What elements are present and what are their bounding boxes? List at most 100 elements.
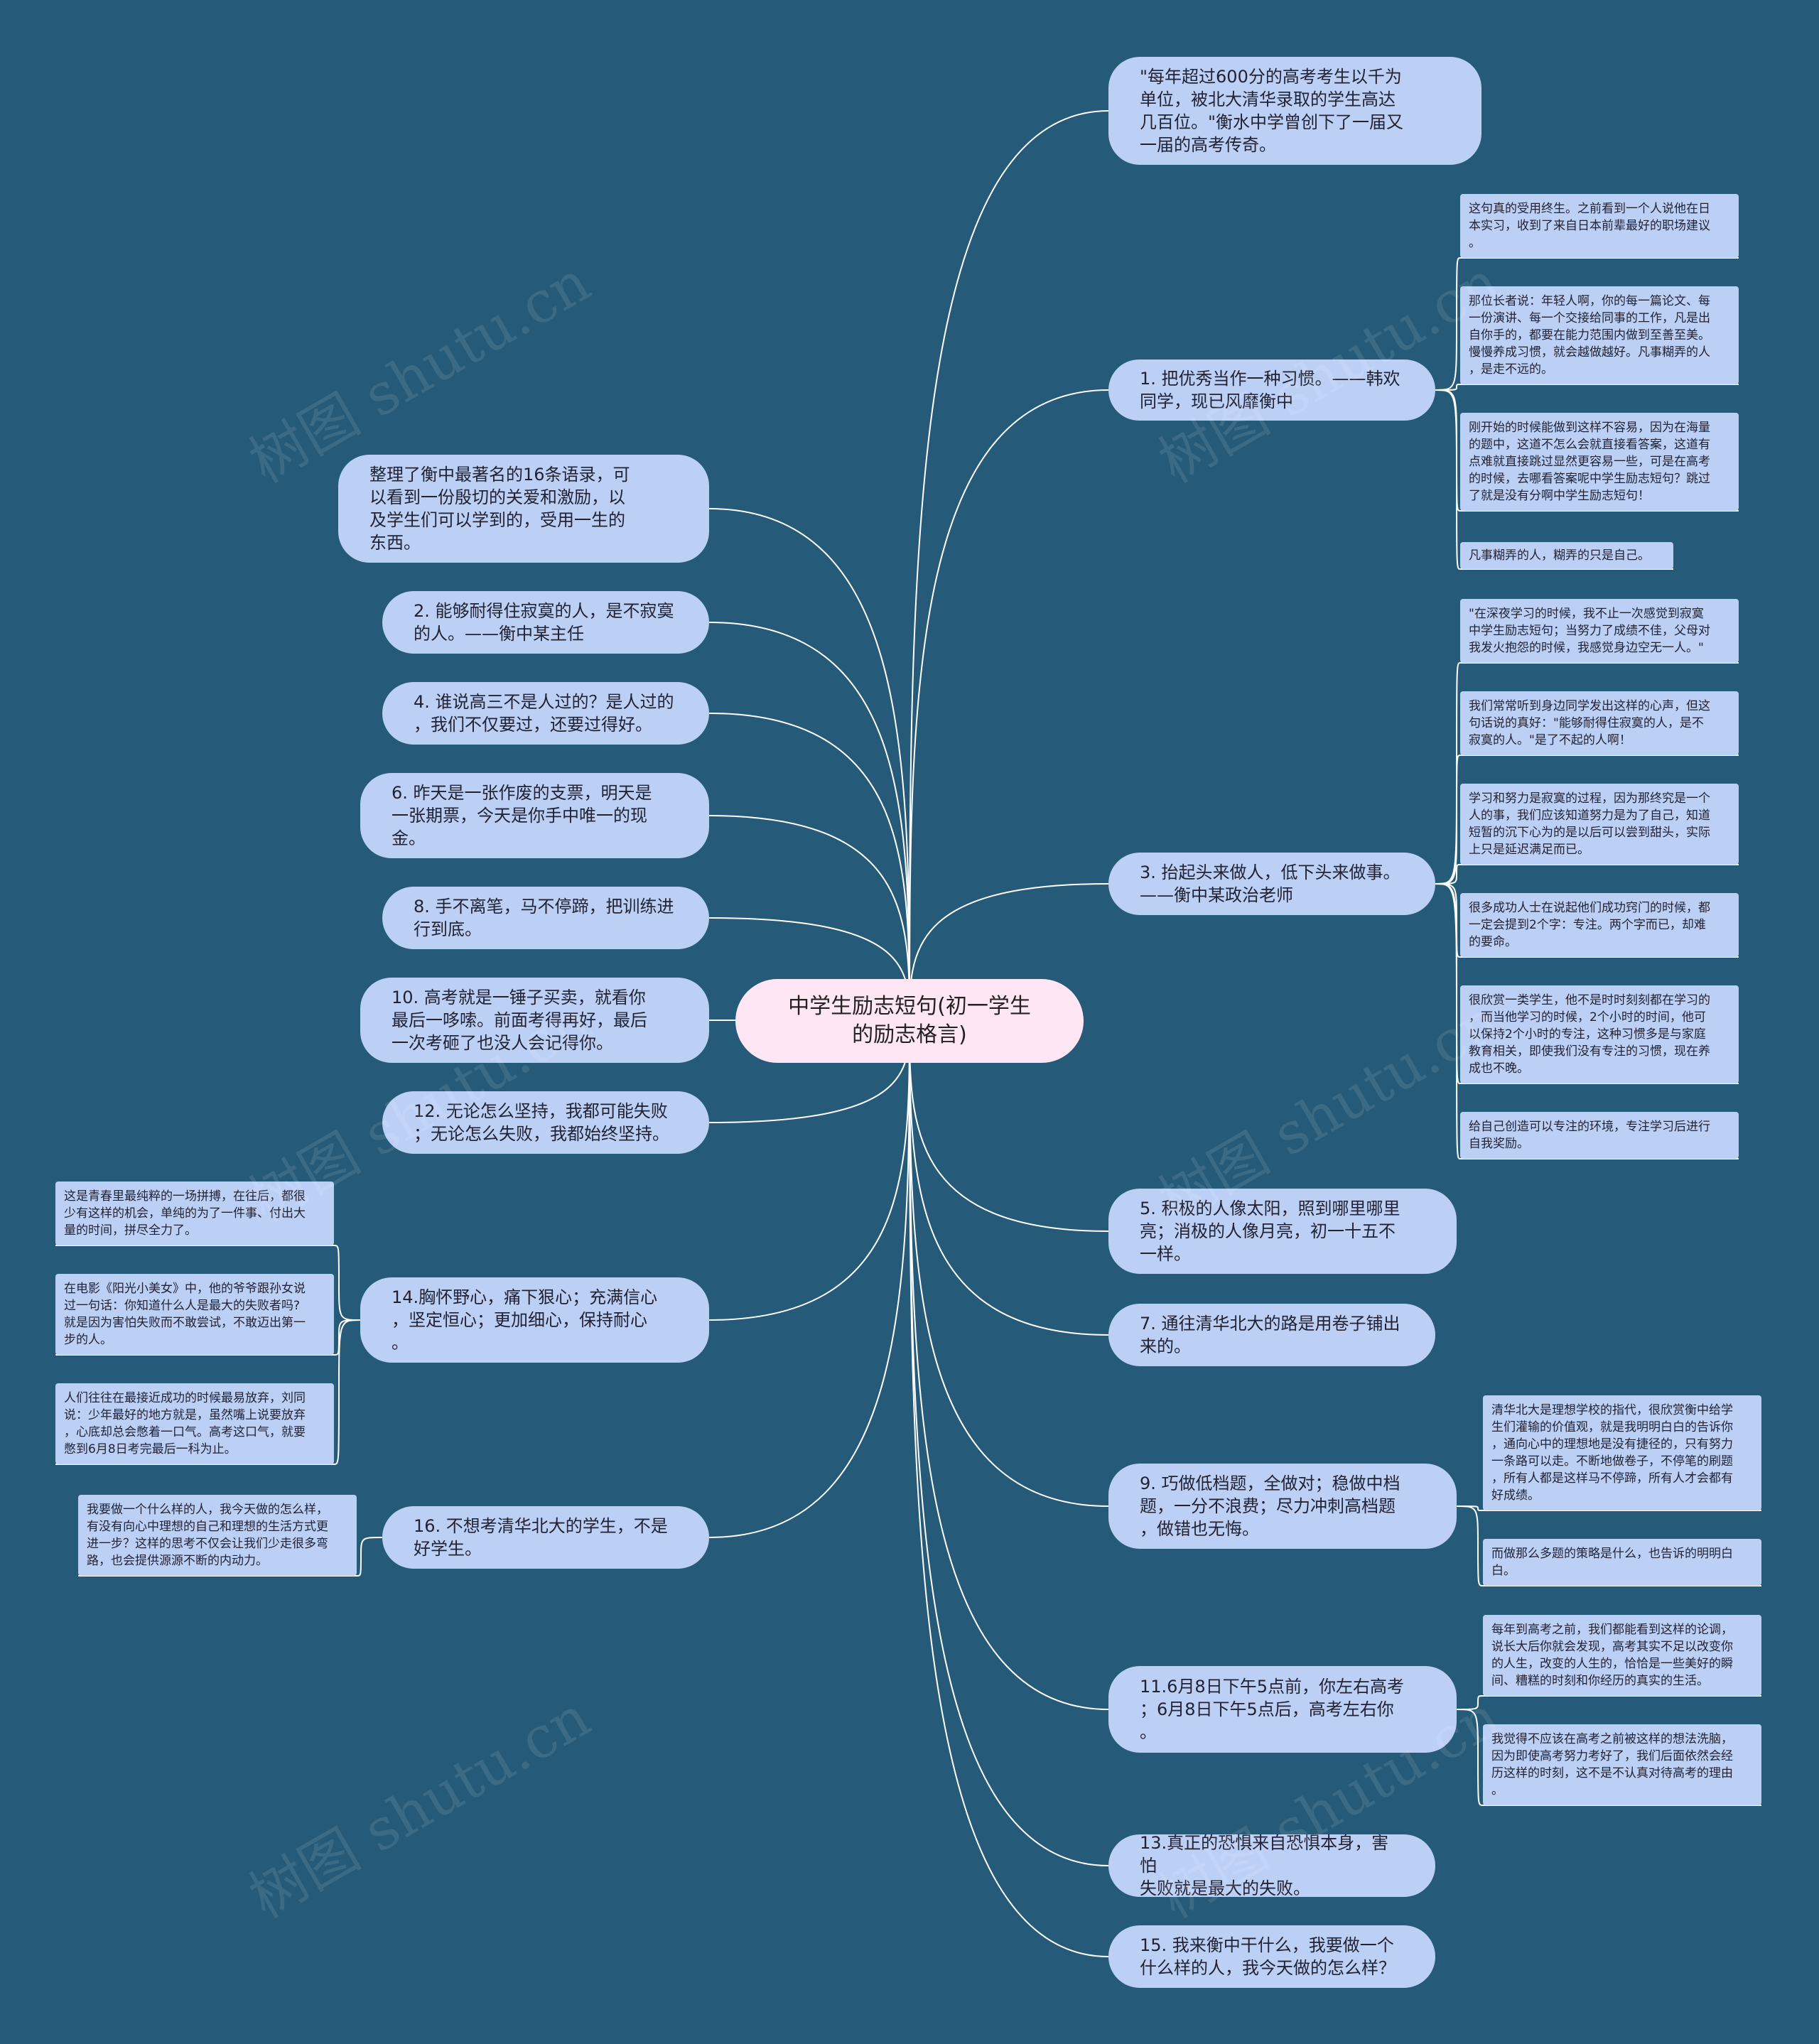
branch-node-r4[interactable]: 5. 积极的人像太阳，照到哪里哪里 亮；消极的人像月亮，初一十五不 一样。 <box>1108 1189 1457 1274</box>
leaf-text: 刚开始的时候能做到这样不容易，因为在海量 的题中，这道不怎么会就直接看答案，这道… <box>1469 421 1710 503</box>
leaf-connector <box>1435 755 1461 885</box>
branch-node-r5[interactable]: 7. 通往清华北大的路是用卷子铺出 来的。 <box>1108 1304 1435 1366</box>
branch-node-r7[interactable]: 11.6月8日下午5点前，你左右高考 ；6月8日下午5点后，高考左右你 。 <box>1108 1666 1457 1753</box>
branch-connector <box>708 508 910 1022</box>
branch-label: 4. 谁说高三不是人过的？是人过的 ，我们不仅要过，还要过得好。 <box>414 692 674 735</box>
leaf-note[interactable]: 很多成功人士在说起他们成功窍门的时候，都 一定会提到2个字：专注。两个字而已，却… <box>1460 893 1739 957</box>
leaf-connector <box>333 1319 361 1465</box>
branch-label: 1. 把优秀当作一种习惯。——韩欢 同学，现已风靡衡中 <box>1140 369 1400 411</box>
leaf-note[interactable]: 刚开始的时候能做到这样不容易，因为在海量 的题中，这道不怎么会就直接看答案，这道… <box>1460 413 1739 511</box>
branch-node-l6[interactable]: 10. 高考就是一锤子买卖，就看你 最后一哆嗦。前面考得再好，最后 一次考砸了也… <box>360 978 709 1063</box>
branch-connector <box>708 1020 910 1538</box>
leaf-note[interactable]: 学习和努力是寂寞的过程，因为那终究是一个 人的事，我们应该知道努力是为了自己，知… <box>1460 784 1739 865</box>
leaf-text: 我们常常听到身边同学发出这样的心声，但这 句话说的真好："能够耐得住寂寞的人，是… <box>1469 699 1710 747</box>
leaf-connector <box>333 1319 361 1356</box>
leaf-note[interactable]: 我要做一个什么样的人，我今天做的怎么样， 有没有向心中理想的自己和理想的生活方式… <box>78 1495 357 1576</box>
leaf-note[interactable]: 在电影《阳光小美女》中，他的爷爷跟孙女说 过一句话：你知道什么人是最大的失败者吗… <box>55 1274 334 1355</box>
branch-label: 11.6月8日下午5点前，你左右高考 ；6月8日下午5点后，高考左右你 。 <box>1140 1677 1404 1742</box>
leaf-connector <box>1456 1505 1484 1511</box>
leaf-note[interactable]: 而做那么多题的策略是什么，也告诉的明明白 白。 <box>1483 1539 1761 1586</box>
branch-label: 7. 通往清华北大的路是用卷子铺出 来的。 <box>1140 1314 1400 1356</box>
leaf-note[interactable]: 凡事糊弄的人，糊弄的只是自己。 <box>1460 542 1673 569</box>
leaf-connector <box>1456 1695 1484 1710</box>
branch-connector <box>708 815 910 1022</box>
branch-node-r8[interactable]: 13.真正的恐惧来自恐惧本身，害怕 失败就是最大的失败。 <box>1108 1833 1435 1898</box>
leaf-text: "在深夜学习的时候，我不止一次感觉到寂寞 中学生励志短句；当努力了成绩不佳，父母… <box>1469 607 1710 655</box>
leaf-text: 凡事糊弄的人，糊弄的只是自己。 <box>1469 548 1650 563</box>
leaf-connector <box>1435 883 1461 1159</box>
branch-label: "每年超过600分的高考考生以千为 单位，被北大清华录取的学生高达 几百位。"衡… <box>1140 67 1404 155</box>
leaf-text: 给自己创造可以专注的环境，专注学习后进行 自我奖励。 <box>1469 1120 1710 1151</box>
branch-node-l2[interactable]: 2. 能够耐得住寂寞的人，是不寂寞 的人。——衡中某主任 <box>382 591 709 654</box>
branch-node-r3[interactable]: 3. 抬起头来做人，低下头来做事。 ——衡中某政治老师 <box>1108 853 1435 915</box>
leaf-note[interactable]: 这句真的受用终生。之前看到一个人说他在日 本实习，收到了来自日本前辈最好的职场建… <box>1460 194 1739 258</box>
branch-node-r6[interactable]: 9. 巧做低档题，全做对；稳做中档 题，一分不浪费；尽力冲刺高档题 ，做错也无悔… <box>1108 1464 1457 1549</box>
leaf-text: 那位长者说：年轻人啊，你的每一篇论文、每 一份演讲、每一个交接给同事的工作，凡是… <box>1469 294 1710 377</box>
branch-node-l5[interactable]: 8. 手不离笔，马不停蹄，把训练进 行到底。 <box>382 887 709 949</box>
leaf-text: 在电影《阳光小美女》中，他的爷爷跟孙女说 过一句话：你知道什么人是最大的失败者吗… <box>64 1282 306 1347</box>
leaf-connector <box>333 1245 361 1321</box>
leaf-connector <box>1456 1505 1484 1586</box>
branch-connector <box>909 110 1109 1022</box>
root-node[interactable]: 中学生励志短句(初一学生 的励志格言) <box>735 979 1084 1063</box>
leaf-text: 这句真的受用终生。之前看到一个人说他在日 本实习，收到了来自日本前辈最好的职场建… <box>1469 202 1710 250</box>
branch-node-r9[interactable]: 15. 我来衡中干什么，我要做一个 什么样的人，我今天做的怎么样？ <box>1108 1925 1435 1988</box>
branch-label: 10. 高考就是一锤子买卖，就看你 最后一哆嗦。前面考得再好，最后 一次考砸了也… <box>392 988 647 1053</box>
branch-label: 整理了衡中最著名的16条语录，可 以看到一份殷切的关爱和激励，以 及学生们可以学… <box>369 465 630 553</box>
branch-connector <box>909 389 1109 1022</box>
branch-connector <box>708 1020 910 1321</box>
leaf-connector <box>1456 1709 1484 1806</box>
branch-label: 13.真正的恐惧来自恐惧本身，害怕 失败就是最大的失败。 <box>1140 1833 1389 1898</box>
branch-node-r1[interactable]: "每年超过600分的高考考生以千为 单位，被北大清华录取的学生高达 几百位。"衡… <box>1108 57 1481 165</box>
leaf-note[interactable]: "在深夜学习的时候，我不止一次感觉到寂寞 中学生励志短句；当努力了成绩不佳，父母… <box>1460 599 1739 663</box>
leaf-connector <box>1435 389 1461 570</box>
leaf-connector <box>1435 384 1461 391</box>
branch-connector <box>909 1020 1109 1866</box>
leaf-text: 学习和努力是寂寞的过程，因为那终究是一个 人的事，我们应该知道努力是为了自己，知… <box>1469 791 1710 857</box>
branch-node-l8[interactable]: 14.胸怀野心，痛下狠心；充满信心 ，坚定恒心；更加细心，保持耐心 。 <box>360 1277 709 1363</box>
branch-node-l1[interactable]: 整理了衡中最著名的16条语录，可 以看到一份殷切的关爱和激励，以 及学生们可以学… <box>338 455 709 563</box>
leaf-note[interactable]: 很欣赏一类学生，他不是时时刻刻都在学习的 ，而当他学习的时候，2个小时的时间，他… <box>1460 985 1739 1083</box>
branch-label: 16. 不想考清华北大的学生，不是 好学生。 <box>414 1516 668 1559</box>
leaf-text: 而做那么多题的策略是什么，也告诉的明明白 白。 <box>1491 1547 1733 1578</box>
leaf-text: 很欣赏一类学生，他不是时时刻刻都在学习的 ，而当他学习的时候，2个小时的时间，他… <box>1469 993 1710 1076</box>
branch-node-l3[interactable]: 4. 谁说高三不是人过的？是人过的 ，我们不仅要过，还要过得好。 <box>382 682 709 745</box>
branch-label: 8. 手不离笔，马不停蹄，把训练进 行到底。 <box>414 897 674 939</box>
leaf-connector <box>1435 864 1461 885</box>
branch-label: 6. 昨天是一张作废的支票，明天是 一张期票，今天是你手中唯一的现 金。 <box>392 783 652 848</box>
leaf-text: 很多成功人士在说起他们成功窍门的时候，都 一定会提到2个字：专注。两个字而已，却… <box>1469 901 1710 949</box>
leaf-connector <box>1435 257 1461 391</box>
branch-label: 15. 我来衡中干什么，我要做一个 什么样的人，我今天做的怎么样？ <box>1140 1935 1396 1978</box>
leaf-note[interactable]: 这是青春里最纯粹的一场拼搏，在往后，都很 少有这样的机会，单纯的为了一件事、付出… <box>55 1181 334 1245</box>
branch-connector <box>909 1020 1109 1507</box>
branch-label: 2. 能够耐得住寂寞的人，是不寂寞 的人。——衡中某主任 <box>414 601 674 644</box>
leaf-text: 我觉得不应该在高考之前被这样的想法洗脑， 因为即使高考努力考好了，我们后面依然会… <box>1491 1732 1733 1797</box>
leaf-note[interactable]: 那位长者说：年轻人啊，你的每一篇论文、每 一份演讲、每一个交接给同事的工作，凡是… <box>1460 286 1739 384</box>
branch-label: 3. 抬起头来做人，低下头来做事。 ——衡中某政治老师 <box>1140 863 1400 905</box>
leaf-text: 清华北大是理想学校的指代，很欣赏衡中给学 生们灌输的价值观，就是我明明白白的告诉… <box>1491 1403 1733 1503</box>
branch-connector <box>909 1020 1109 1710</box>
leaf-note[interactable]: 我觉得不应该在高考之前被这样的想法洗脑， 因为即使高考努力考好了，我们后面依然会… <box>1483 1724 1761 1805</box>
leaf-note[interactable]: 给自己创造可以专注的环境，专注学习后进行 自我奖励。 <box>1460 1112 1739 1159</box>
leaf-text: 每年到高考之前，我们都能看到这样的论调， 说长大后你就会发现，高考其实不足以改变… <box>1491 1623 1733 1688</box>
leaf-text: 这是青春里最纯粹的一场拼搏，在往后，都很 少有这样的机会，单纯的为了一件事、付出… <box>64 1189 306 1238</box>
branch-node-l7[interactable]: 12. 无论怎么坚持，我都可能失败 ；无论怎么失败，我都始终坚持。 <box>382 1091 709 1154</box>
leaf-note[interactable]: 人们往往在最接近成功的时候最易放弃，刘同 说：少年最好的地方就是，虽然嘴上说要放… <box>55 1383 334 1464</box>
branch-node-l4[interactable]: 6. 昨天是一张作废的支票，明天是 一张期票，今天是你手中唯一的现 金。 <box>360 773 709 858</box>
branch-connector <box>708 713 910 1022</box>
leaf-connector <box>356 1537 383 1577</box>
branch-label: 9. 巧做低档题，全做对；稳做中档 题，一分不浪费；尽力冲刺高档题 ，做错也无悔… <box>1140 1473 1400 1539</box>
leaf-note[interactable]: 每年到高考之前，我们都能看到这样的论调， 说长大后你就会发现，高考其实不足以改变… <box>1483 1615 1761 1696</box>
branch-node-l9[interactable]: 16. 不想考清华北大的学生，不是 好学生。 <box>382 1506 709 1569</box>
branch-connector <box>909 1020 1109 1957</box>
branch-label: 14.胸怀野心，痛下狠心；充满信心 ，坚定恒心；更加细心，保持耐心 。 <box>392 1287 658 1353</box>
root-label: 中学生励志短句(初一学生 的励志格言) <box>788 994 1031 1047</box>
leaf-note[interactable]: 我们常常听到身边同学发出这样的心声，但这 句话说的真好："能够耐得住寂寞的人，是… <box>1460 691 1739 755</box>
branch-node-r2[interactable]: 1. 把优秀当作一种习惯。——韩欢 同学，现已风靡衡中 <box>1108 359 1435 421</box>
leaf-note[interactable]: 清华北大是理想学校的指代，很欣赏衡中给学 生们灌输的价值观，就是我明明白白的告诉… <box>1483 1395 1761 1510</box>
branch-label: 12. 无论怎么坚持，我都可能失败 ；无论怎么失败，我都始终坚持。 <box>414 1101 669 1144</box>
branch-label: 5. 积极的人像太阳，照到哪里哪里 亮；消极的人像月亮，初一十五不 一样。 <box>1140 1199 1400 1264</box>
branch-connector <box>708 622 910 1022</box>
